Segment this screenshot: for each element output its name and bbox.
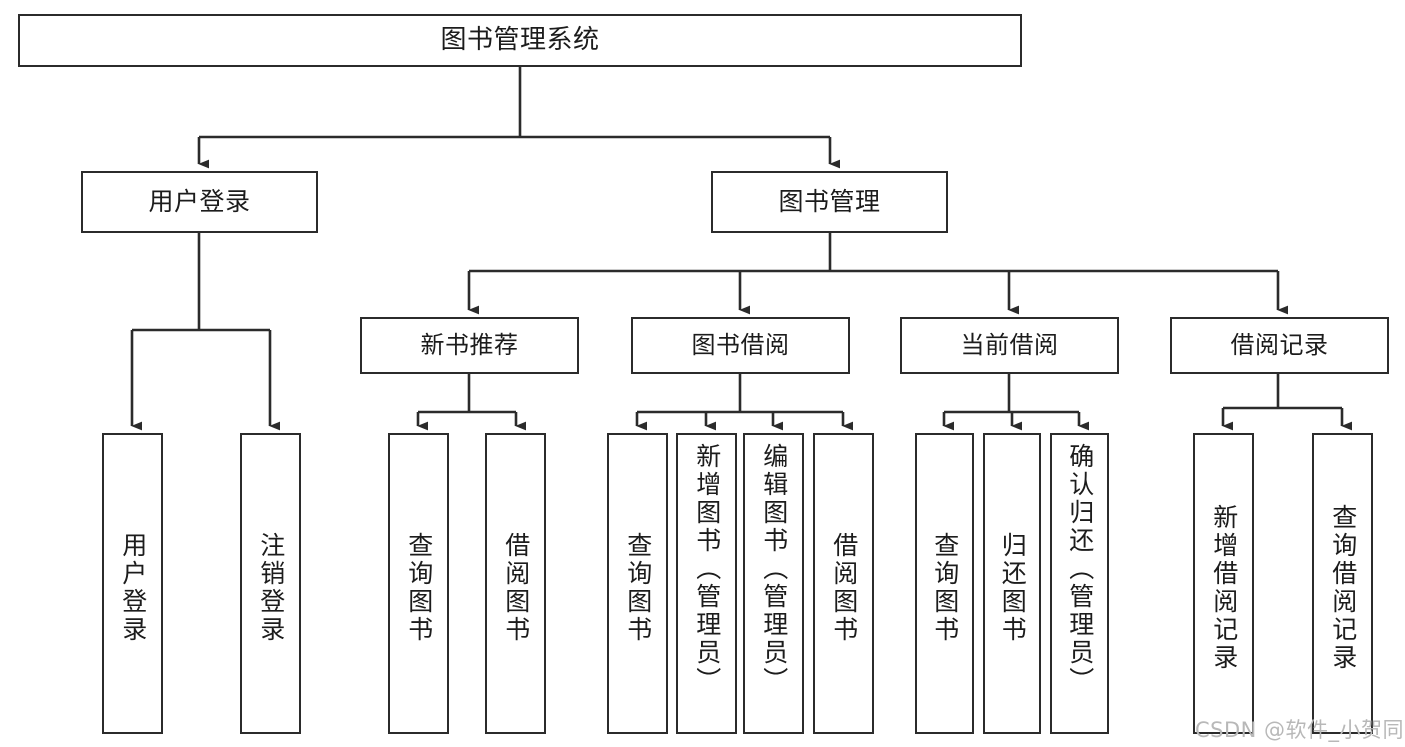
node-current-borrow[interactable]: 当前借阅 bbox=[900, 317, 1119, 374]
node-label: 新增借阅记录 bbox=[1209, 503, 1239, 672]
node-book-management[interactable]: 图书管理 bbox=[711, 171, 948, 233]
leaf-query-book-borrow[interactable]: 查询图书 bbox=[607, 433, 668, 734]
leaf-edit-book-admin[interactable]: 编辑图书（管理员） bbox=[743, 433, 804, 734]
node-label: 注销登录 bbox=[256, 531, 286, 644]
node-label: 借阅图书 bbox=[501, 531, 531, 644]
node-label: 图书借阅 bbox=[691, 331, 790, 360]
node-label: 查询借阅记录 bbox=[1328, 503, 1358, 672]
node-label: 确认归还（管理员） bbox=[1065, 443, 1095, 695]
node-label: 借阅记录 bbox=[1230, 331, 1329, 360]
leaf-query-book-recommend[interactable]: 查询图书 bbox=[388, 433, 449, 734]
leaf-logout[interactable]: 注销登录 bbox=[240, 433, 301, 734]
node-label: 编辑图书（管理员） bbox=[759, 443, 789, 695]
leaf-query-borrow-record[interactable]: 查询借阅记录 bbox=[1312, 433, 1373, 734]
node-label: 图书管理 bbox=[778, 187, 881, 217]
node-borrow-record[interactable]: 借阅记录 bbox=[1170, 317, 1389, 374]
node-label: 用户登录 bbox=[118, 531, 148, 644]
node-label: 图书管理系统 bbox=[440, 25, 600, 56]
node-label: 借阅图书 bbox=[829, 531, 859, 644]
node-root-system[interactable]: 图书管理系统 bbox=[18, 14, 1022, 67]
leaf-query-book-current[interactable]: 查询图书 bbox=[915, 433, 974, 734]
leaf-confirm-return-admin[interactable]: 确认归还（管理员） bbox=[1050, 433, 1109, 734]
leaf-add-book-admin[interactable]: 新增图书（管理员） bbox=[676, 433, 737, 734]
node-label: 查询图书 bbox=[930, 531, 960, 644]
leaf-borrow-book[interactable]: 借阅图书 bbox=[813, 433, 874, 734]
leaf-borrow-book-recommend[interactable]: 借阅图书 bbox=[485, 433, 546, 734]
leaf-return-book[interactable]: 归还图书 bbox=[983, 433, 1041, 734]
node-label: 归还图书 bbox=[998, 531, 1028, 644]
csdn-watermark: CSDN @软件_小贺同学 bbox=[1195, 718, 1405, 742]
node-label: 用户登录 bbox=[148, 187, 251, 217]
node-user-login[interactable]: 用户登录 bbox=[81, 171, 318, 233]
node-label: 新书推荐 bbox=[420, 331, 519, 360]
leaf-add-borrow-record[interactable]: 新增借阅记录 bbox=[1193, 433, 1254, 734]
node-new-book-recommend[interactable]: 新书推荐 bbox=[360, 317, 579, 374]
node-label: 查询图书 bbox=[404, 531, 434, 644]
node-label: 当前借阅 bbox=[960, 331, 1059, 360]
leaf-user-login[interactable]: 用户登录 bbox=[102, 433, 163, 734]
node-label: 查询图书 bbox=[623, 531, 653, 644]
node-book-borrow[interactable]: 图书借阅 bbox=[631, 317, 850, 374]
node-label: 新增图书（管理员） bbox=[692, 443, 722, 695]
